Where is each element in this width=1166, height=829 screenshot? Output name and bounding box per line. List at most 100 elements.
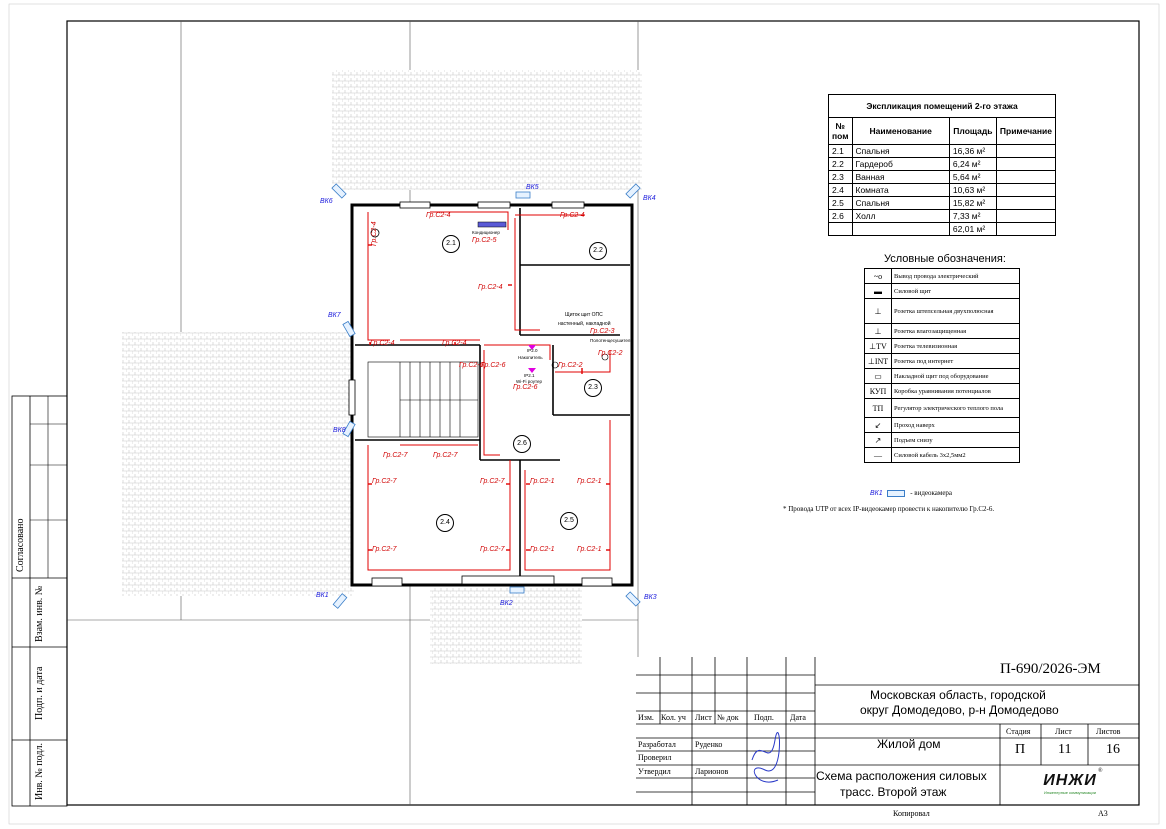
group-label: Гр.С2-1 — [530, 546, 555, 553]
callout-nvr1: IP2.0 — [527, 348, 538, 353]
callout-nvr2: IP2.1 — [524, 373, 535, 378]
camera-label-bk5: ВК5 — [526, 184, 539, 191]
group-label: Гр.С2-1 — [530, 478, 555, 485]
cell-area: 16,36 м² — [948, 144, 997, 158]
col-list: Лист — [695, 713, 712, 722]
legend-text: Вывод провода электрический — [891, 268, 1020, 284]
group-label: Гр.С2-7 — [433, 452, 458, 459]
legend-symbol-icon: ТП — [864, 398, 892, 418]
legend-row: ⊥Розетка штепсельная двухполюсная — [864, 298, 1020, 324]
cell-num: 2.2 — [828, 157, 853, 171]
legend-text: Проход наверх — [891, 417, 1020, 433]
group-label: Гр.С2-6 — [459, 362, 484, 369]
camera-label-bk3: ВК3 — [644, 594, 657, 601]
camera-label-bk8: ВК8 — [333, 427, 346, 434]
room-number-2-3: 2.3 — [584, 379, 602, 397]
legend-row: ⊥Розетка влагозащищенная — [864, 323, 1020, 339]
logo-subtext: Инженерные коммуникации — [1044, 790, 1096, 795]
camera-label-bk4: ВК4 — [643, 195, 656, 202]
group-label: Гр.С2-7 — [383, 452, 408, 459]
cell-num: 2.6 — [828, 209, 853, 223]
group-label: Гр.С2-5 — [472, 237, 497, 244]
cell-note — [995, 157, 1057, 171]
legend-symbol-icon: КУП — [864, 383, 892, 399]
role-approve: Утвердил — [638, 767, 671, 776]
cell-name: Спальня — [851, 196, 950, 210]
side-inv: Инв. № подл. — [34, 743, 45, 800]
cell-num: 2.1 — [828, 144, 853, 158]
sheet-title-line2: трасс. Второй этаж — [840, 785, 947, 799]
legend-symbol-icon: ⊥ — [864, 298, 892, 324]
cell-name: Ванная — [851, 170, 950, 184]
group-label: Гр.С2-6 — [513, 384, 538, 391]
room-number-2-1: 2.1 — [442, 235, 460, 253]
sheets-header: Листов — [1096, 727, 1121, 736]
camera-legend-label: ВК1 — [870, 490, 883, 497]
col-area: Площадь — [948, 117, 997, 145]
cell-name: Холл — [851, 209, 950, 223]
cell-total: 62,01 м² — [948, 222, 997, 236]
col-name: Наименование — [851, 117, 950, 145]
legend-symbol-icon: ⊥TV — [864, 338, 892, 354]
name-approve: Ларионов — [695, 767, 729, 776]
side-vzam: Взам. инв. № — [34, 585, 45, 642]
camera-icon — [887, 489, 906, 497]
camera-label-bk7: ВК7 — [328, 312, 341, 319]
col-podp: Подп. — [754, 713, 774, 722]
group-label: Гр.С2-1 — [577, 546, 602, 553]
group-label: Гр.С2-4 — [560, 212, 585, 219]
legend-text: Регулятор электрического теплого пола — [891, 398, 1020, 418]
cell-num: 2.3 — [828, 170, 853, 184]
side-podp: Подп. и дата — [34, 666, 45, 720]
cell-note — [995, 196, 1057, 210]
legend-symbol-icon: ↗ — [864, 432, 892, 448]
group-label: Гр.С2-2 — [598, 350, 623, 357]
group-label: Гр.С2-4 — [442, 340, 467, 347]
group-label: Гр.С2-2 — [558, 362, 583, 369]
format-label: А3 — [1098, 809, 1108, 818]
col-kol: Кол. уч — [661, 713, 686, 722]
sheet-value: 11 — [1058, 742, 1072, 757]
table-row-total: 62,01 м² — [828, 222, 1057, 236]
room-number-2-4: 2.4 — [436, 514, 454, 532]
legend-symbol-icon: ~o — [864, 268, 892, 284]
room-number-2-5: 2.5 — [560, 512, 578, 530]
camera-label-bk1: ВК1 — [316, 592, 329, 599]
group-label: Гр.С2-7 — [372, 546, 397, 553]
role-check: Проверил — [638, 753, 672, 762]
group-label: Гр.С2-1 — [577, 478, 602, 485]
legend-row: ↙Проход наверх — [864, 417, 1020, 433]
explication-title: Экспликация помещений 2-го этажа — [828, 94, 1056, 118]
sheets-value: 16 — [1106, 742, 1120, 757]
legend-text: Силовой кабель 3х2,5мм2 — [891, 447, 1020, 463]
legend-text: Коробка уравнивания потенциалов — [891, 383, 1020, 399]
group-label: Гр.С2-7 — [372, 478, 397, 485]
callout-storage: Накопитель — [518, 355, 543, 360]
legend-symbol-icon: ▭ — [864, 368, 892, 384]
registered-icon: ® — [1098, 768, 1103, 774]
legend-text: Розетка под интернет — [891, 353, 1020, 369]
room-number-2-2: 2.2 — [589, 242, 607, 260]
cell-note — [995, 144, 1057, 158]
legend-text: Силовой щит — [891, 283, 1020, 299]
object-name: Жилой дом — [877, 737, 941, 751]
cell-num: 2.4 — [828, 183, 853, 197]
col-num: № пом — [828, 117, 853, 145]
group-label: Гр.С2-4 — [478, 284, 503, 291]
legend-text: Розетка телевизионная — [891, 338, 1020, 354]
legend-symbol-icon: ▬ — [864, 283, 892, 299]
legend-text: Розетка штепсельная двухполюсная — [891, 298, 1020, 324]
callout-panel: Щиток щит ОПС — [565, 312, 603, 318]
legend-symbol-icon: — — [864, 447, 892, 463]
legend-text: Розетка влагозащищенная — [891, 323, 1020, 339]
project-code: П-690/2026-ЭМ — [1000, 661, 1101, 677]
group-label: Гр.С2-3 — [590, 328, 615, 335]
cell-num: 2.5 — [828, 196, 853, 210]
